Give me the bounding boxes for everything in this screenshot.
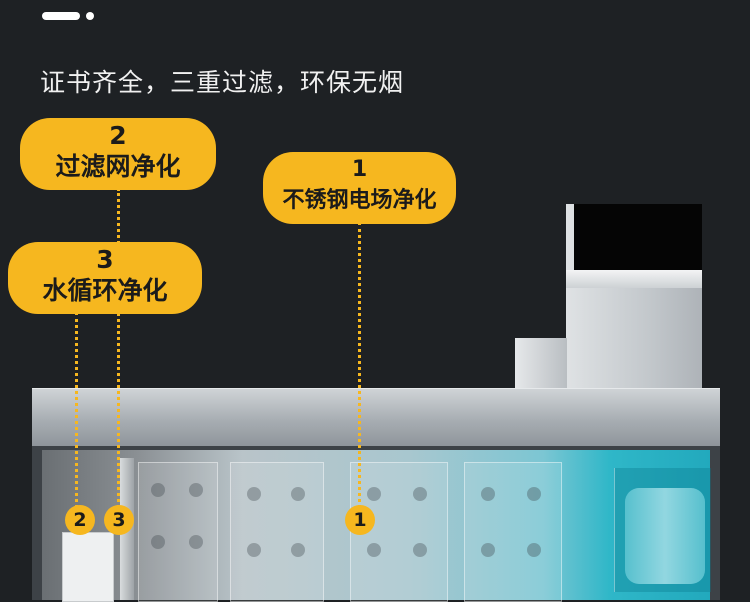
callout-water-cycle: 3 水循环净化 [8, 242, 202, 314]
callout-filter-net: 2 过滤网净化 [20, 118, 216, 190]
connector-line-2 [117, 188, 120, 508]
filter-plate [230, 462, 324, 602]
marker-3: 3 [104, 505, 134, 535]
marker-2: 2 [65, 505, 95, 535]
callout-steel-electric-field: 1 不锈钢电场净化 [263, 152, 456, 224]
callout-number: 2 [109, 121, 127, 150]
fan-drum [625, 488, 705, 584]
purifier-machine [32, 388, 720, 602]
callout-number: 3 [96, 245, 114, 274]
top-dot-decoration [86, 12, 94, 20]
callout-label: 不锈钢电场净化 [282, 188, 437, 213]
fan-chamber [614, 468, 711, 592]
connector-line-1 [358, 222, 361, 508]
machine-cabinet [32, 446, 720, 602]
filter-plate [138, 462, 218, 602]
connector-line-3 [75, 312, 78, 508]
filter-box [62, 532, 114, 602]
machine-top-plate [32, 388, 720, 447]
marker-1: 1 [345, 505, 375, 535]
callout-label: 水循环净化 [42, 276, 168, 305]
filter-plate [464, 462, 562, 602]
side-outlet [515, 338, 567, 388]
chimney-top-panel [574, 204, 702, 274]
machine-glass-front [42, 450, 711, 602]
chimney-slope [566, 270, 702, 288]
callout-number: 1 [351, 157, 368, 182]
callout-label: 过滤网净化 [55, 152, 181, 181]
headline: 证书齐全，三重过滤，环保无烟 [40, 68, 405, 97]
top-pill-decoration [42, 12, 80, 20]
